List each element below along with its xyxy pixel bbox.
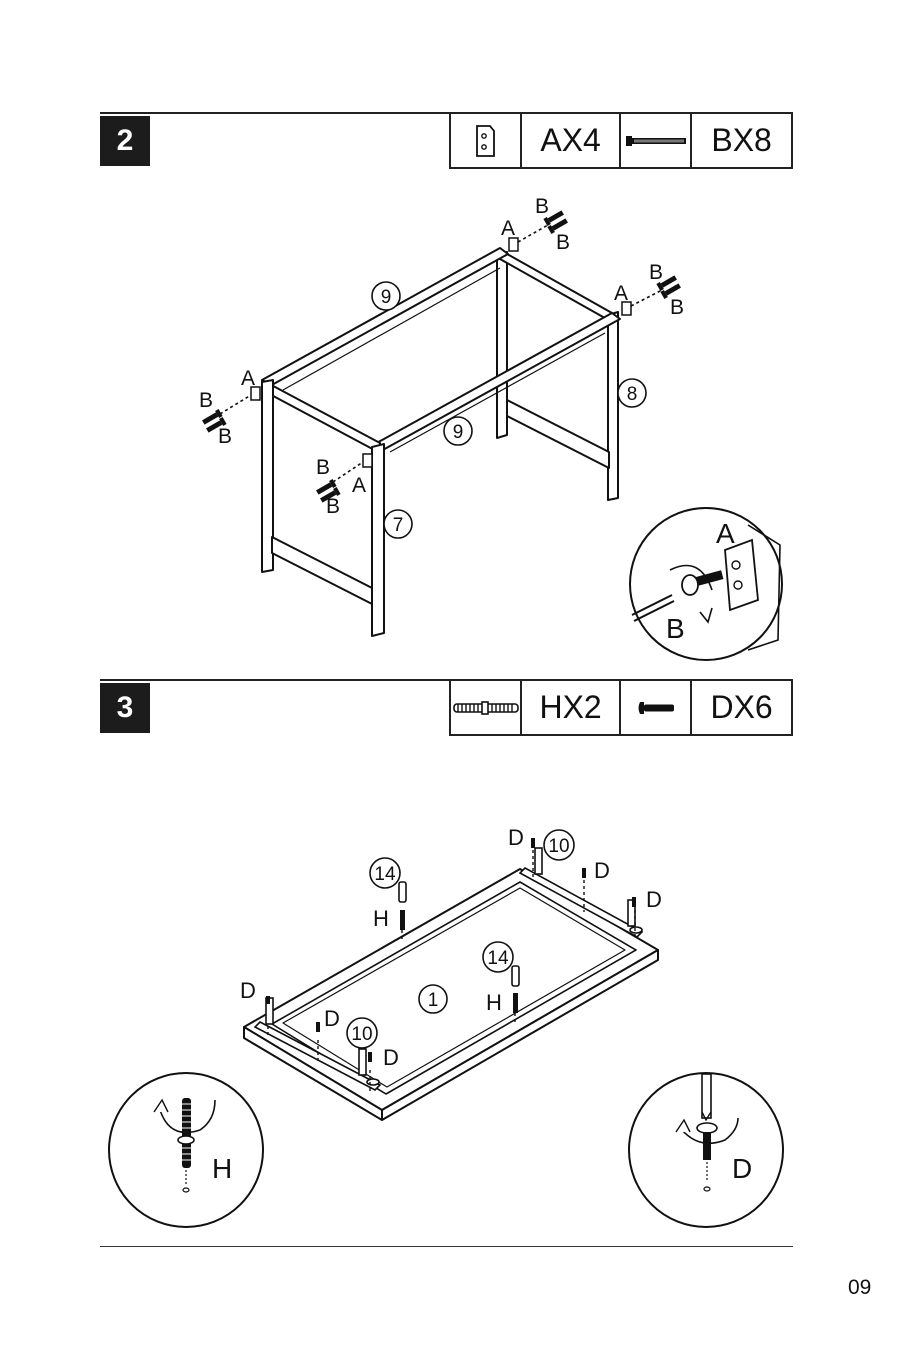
- page-number: 09: [848, 1276, 871, 1300]
- bolt-b-marker: [220, 225, 662, 482]
- dowel-label: H: [212, 1153, 232, 1184]
- dowel-label: H: [486, 990, 502, 1015]
- bolt-label: B: [199, 389, 213, 412]
- screw-label: D: [240, 978, 256, 1003]
- bracket-detail-circle: [630, 508, 782, 660]
- bracket-a-marker: [251, 238, 631, 467]
- part-number: 1: [428, 990, 439, 1011]
- desk-frame-drawing: [262, 248, 620, 636]
- screw-label: D: [594, 858, 610, 883]
- bolt-label: B: [326, 495, 340, 518]
- part-number: 9: [381, 287, 392, 308]
- footer-divider: [100, 1246, 793, 1247]
- dowel-label: H: [373, 906, 389, 931]
- bracket-label: A: [716, 518, 735, 549]
- dowel-detail-circle: [109, 1073, 263, 1227]
- bolt-label: B: [649, 261, 663, 284]
- part-number: 7: [393, 515, 404, 536]
- screw-label: D: [732, 1153, 752, 1184]
- part-number: 9: [453, 422, 464, 443]
- bolt-label: B: [670, 296, 684, 319]
- part-number: 10: [351, 1024, 372, 1045]
- part-number: 8: [627, 384, 638, 405]
- bolt-label: B: [316, 456, 330, 479]
- screw-label: D: [646, 887, 662, 912]
- screw-label: D: [324, 1006, 340, 1031]
- bracket-label: A: [352, 474, 366, 497]
- part-number: 10: [548, 836, 569, 857]
- screw-label: D: [383, 1045, 399, 1070]
- bolt-label: B: [556, 231, 570, 254]
- bracket-label: A: [241, 367, 255, 390]
- bolt-label: B: [218, 425, 232, 448]
- part-number: 14: [374, 864, 396, 885]
- screw-detail-circle: [629, 1073, 783, 1227]
- bolt-label: B: [666, 613, 685, 644]
- bolt-label: B: [535, 195, 549, 218]
- bracket-label: A: [614, 282, 628, 305]
- bracket-label: A: [501, 217, 515, 240]
- part-number: 14: [487, 948, 509, 969]
- screw-label: D: [508, 825, 524, 850]
